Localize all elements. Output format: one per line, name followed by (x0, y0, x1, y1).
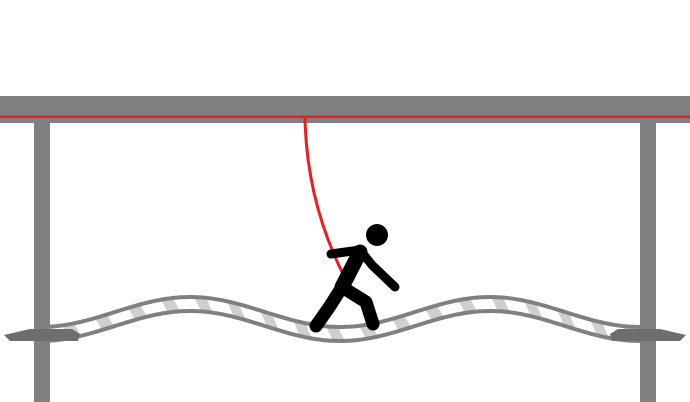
bridge-slat (227, 301, 246, 321)
bridge-bottom-rail (44, 309, 646, 343)
right-post (640, 123, 656, 402)
lanyard-rope (303, 117, 347, 279)
overhead-beam (0, 96, 690, 123)
bridge-slat (524, 300, 543, 320)
bridge-slat (161, 297, 180, 313)
bridge-slat (260, 310, 279, 331)
bridge-top-rail (44, 295, 646, 329)
left-post (34, 123, 50, 402)
wobbly-bridge (44, 295, 646, 343)
bridge-slat (590, 319, 609, 338)
left-platform (4, 329, 80, 341)
walking-person-icon (309, 224, 400, 333)
right-platform (610, 329, 686, 341)
bridge-slat (557, 309, 576, 330)
bridge-slat (326, 326, 345, 341)
bridge-slat (194, 297, 213, 313)
bridge-slat (359, 323, 378, 339)
bridge-slat (458, 298, 477, 314)
bridge-slat (293, 320, 312, 339)
safety-cable (0, 115, 690, 118)
bridge-slat (491, 297, 510, 313)
